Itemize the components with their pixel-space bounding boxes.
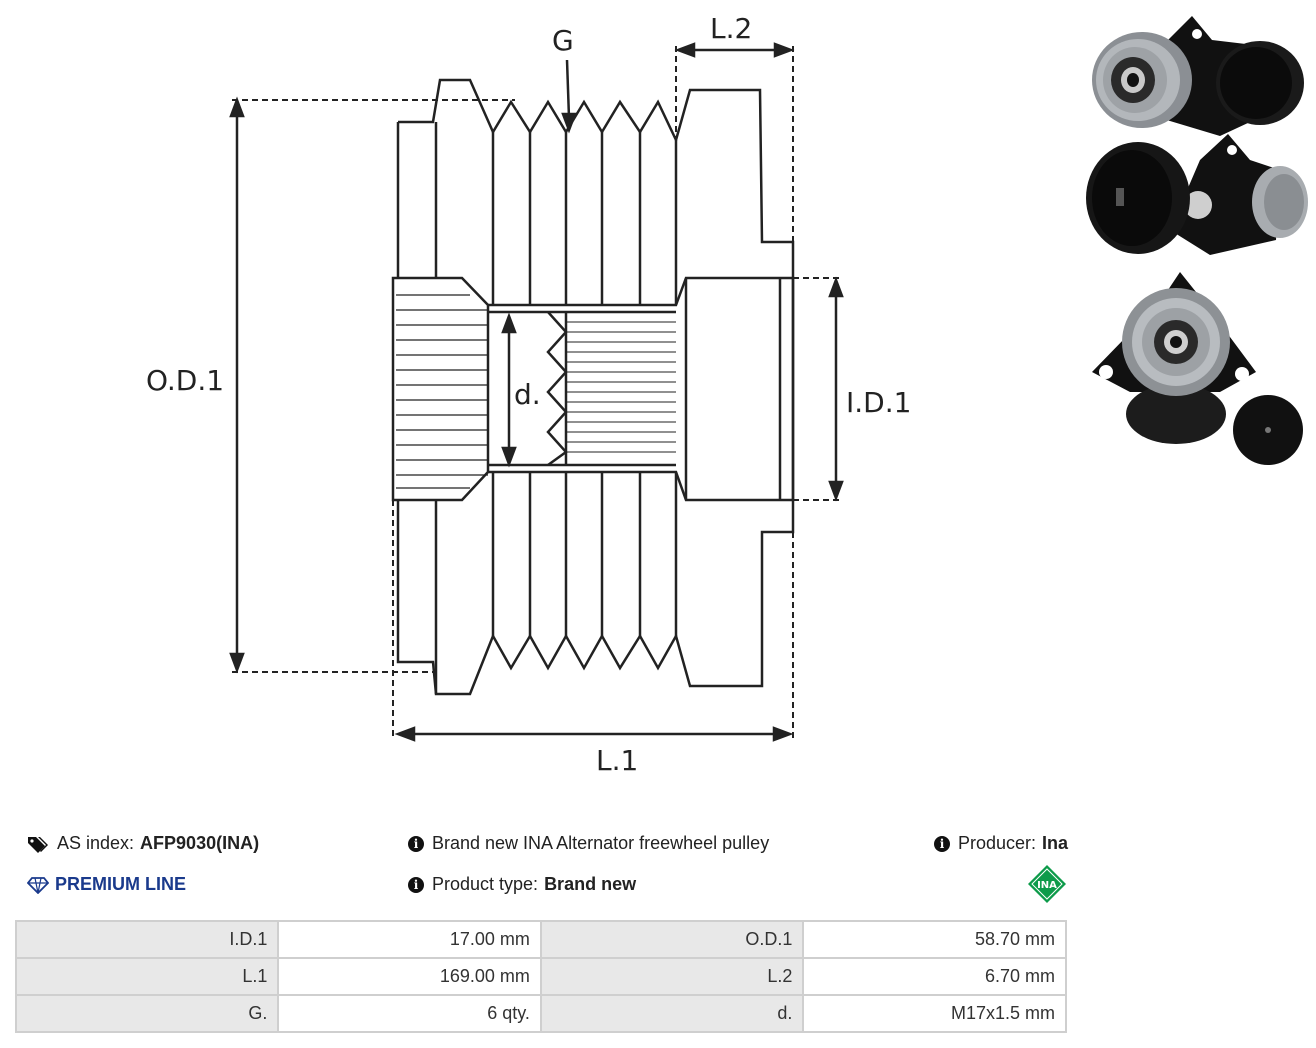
as-index-value: AFP9030(INA) <box>140 833 260 853</box>
diamond-icon <box>27 876 49 894</box>
premium-line-badge[interactable]: PREMIUM LINE <box>27 874 186 895</box>
info-icon: i <box>408 876 424 893</box>
technical-drawing: G L.2 O.D.1 I.D.1 d. L.1 <box>146 12 911 777</box>
spec-value: 6.70 mm <box>802 957 1067 996</box>
premium-line-label: PREMIUM LINE <box>55 874 187 894</box>
description-text: Brand new INA Alternator freewheel pulle… <box>432 833 770 853</box>
info-icon: i <box>934 835 950 852</box>
label-id1: I.D.1 <box>846 386 911 419</box>
as-index: AS index: AFP9030(INA) <box>27 833 259 854</box>
product-photo-top-view[interactable] <box>1080 272 1310 472</box>
spec-label: d. <box>539 994 805 1033</box>
product-description: i Brand new INA Alternator freewheel pul… <box>408 833 769 854</box>
svg-text:INA: INA <box>1037 880 1057 891</box>
pulley-outline <box>396 78 795 696</box>
specs-table: I.D.1 17.00 mm O.D.1 58.70 mm L.1 169.00… <box>14 920 1067 1033</box>
product-type-value: Brand new <box>544 874 637 894</box>
spec-value: 169.00 mm <box>277 957 542 996</box>
product-photo-front-angle[interactable] <box>1080 8 1310 136</box>
as-index-label: AS index: <box>57 833 135 853</box>
table-row: I.D.1 17.00 mm O.D.1 58.70 mm <box>14 920 1067 959</box>
label-od1: O.D.1 <box>146 364 224 397</box>
spec-label: O.D.1 <box>539 920 805 959</box>
label-d: d. <box>514 378 541 411</box>
producer-label: Producer: <box>958 833 1037 853</box>
label-l1: L.1 <box>596 744 638 777</box>
table-row: L.1 169.00 mm L.2 6.70 mm <box>14 957 1067 996</box>
product-type-label: Product type: <box>432 874 539 894</box>
producer: i Producer: Ina <box>934 833 1068 854</box>
spec-value: 17.00 mm <box>277 920 542 959</box>
label-g: G <box>552 24 574 57</box>
tags-icon <box>28 836 48 853</box>
label-l2: L.2 <box>710 12 752 45</box>
spec-value: 58.70 mm <box>802 920 1067 959</box>
spec-label: I.D.1 <box>14 920 280 959</box>
spec-label: G. <box>14 994 280 1033</box>
product-photo-rear-angle[interactable] <box>1080 130 1310 260</box>
spec-label: L.1 <box>14 957 280 996</box>
info-icon: i <box>408 835 424 852</box>
ina-logo: INA <box>1028 865 1066 903</box>
product-photos <box>1080 0 1316 470</box>
spec-label: L.2 <box>539 957 805 996</box>
spec-value: 6 qty. <box>277 994 542 1033</box>
producer-value: Ina <box>1042 833 1069 853</box>
spec-value: M17x1.5 mm <box>802 994 1067 1033</box>
product-type: i Product type: Brand new <box>408 874 636 895</box>
table-row: G. 6 qty. d. M17x1.5 mm <box>14 994 1067 1033</box>
